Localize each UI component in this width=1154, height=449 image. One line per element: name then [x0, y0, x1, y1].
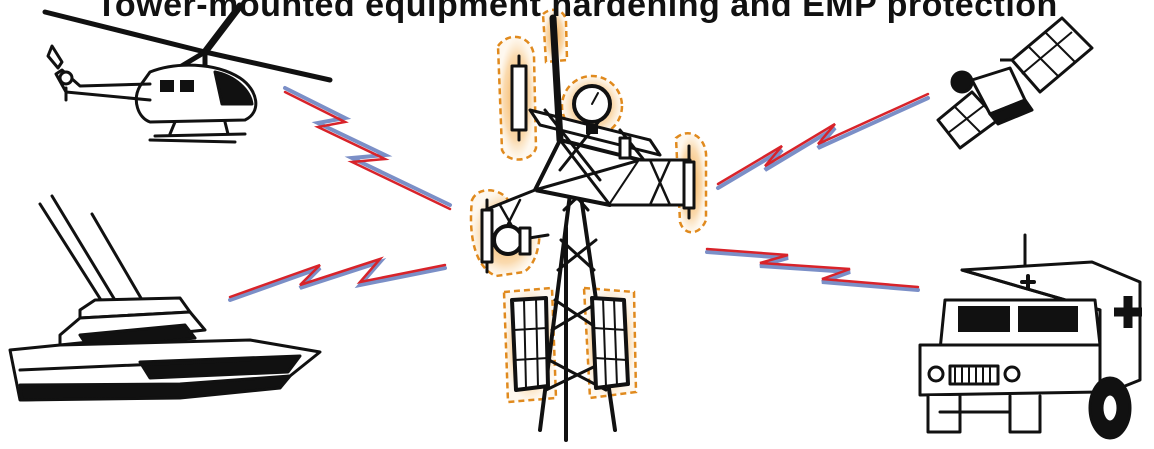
- boat-icon: [10, 196, 320, 400]
- ambulance-icon: [920, 235, 1142, 438]
- diagram-title: Tower-mounted equipment hardening and EM…: [0, 0, 1154, 25]
- helicopter-icon: [45, 6, 330, 142]
- cell-tower-icon: [471, 10, 706, 440]
- satellite-icon: [938, 18, 1092, 148]
